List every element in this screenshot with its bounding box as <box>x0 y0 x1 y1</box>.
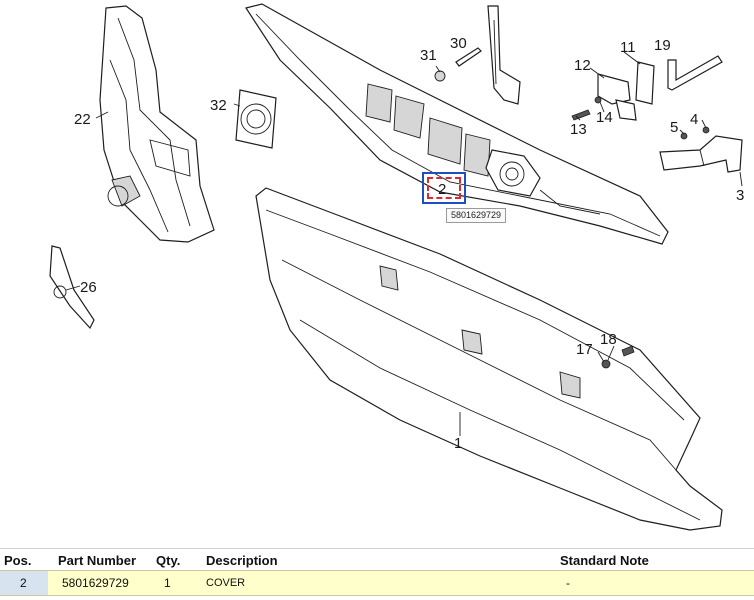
part-12-bracket[interactable] <box>597 73 637 121</box>
part-1-bumper[interactable] <box>255 187 723 531</box>
callout-1: 1 <box>454 435 462 452</box>
callout-26: 26 <box>80 279 97 296</box>
callout-3: 3 <box>736 187 744 204</box>
parts-table-header: Pos. Part Number Qty. Description Standa… <box>0 548 754 571</box>
callout-32: 32 <box>210 97 227 114</box>
part-22-side-panel[interactable] <box>99 5 215 243</box>
callout-30: 30 <box>450 35 467 52</box>
part-13-screw[interactable] <box>571 109 591 121</box>
callout-11: 11 <box>620 39 636 56</box>
header-standard-note[interactable]: Standard Note <box>560 553 649 568</box>
part-2-cover[interactable] <box>245 3 669 245</box>
vertical-bracket <box>487 5 521 105</box>
parts-table: Pos. Part Number Qty. Description Standa… <box>0 548 754 600</box>
callout-labels: 22 32 31 30 12 11 19 13 14 5 4 3 2 26 18… <box>74 35 744 452</box>
callout-12: 12 <box>574 57 591 74</box>
selected-callout-dashed-box <box>427 177 461 199</box>
part-5-bolt[interactable] <box>680 132 688 140</box>
row-description: COVER <box>206 577 246 589</box>
callout-4: 4 <box>690 111 698 128</box>
part-19-bar[interactable] <box>667 55 723 91</box>
header-pos[interactable]: Pos. <box>4 553 32 568</box>
callout-18: 18 <box>600 331 617 348</box>
row-standard-note: - <box>566 576 570 590</box>
part-26-bracket[interactable] <box>49 245 95 330</box>
callout-5: 5 <box>670 119 678 136</box>
callout-19: 19 <box>654 37 671 54</box>
callout-14: 14 <box>596 109 613 126</box>
header-part-number[interactable]: Part Number <box>58 553 137 568</box>
header-qty[interactable]: Qty. <box>156 553 181 568</box>
part-14-clip[interactable] <box>594 96 602 104</box>
part-18-screw[interactable] <box>621 345 635 357</box>
row-qty: 1 <box>164 576 171 590</box>
callout-13: 13 <box>570 121 587 138</box>
callout-17: 17 <box>576 341 593 358</box>
exploded-parts-diagram: 22 32 31 30 12 11 19 13 14 5 4 3 2 26 18… <box>49 3 744 531</box>
callout-22: 22 <box>74 111 91 128</box>
part-31-nut[interactable] <box>434 70 446 82</box>
header-description[interactable]: Description <box>206 553 278 568</box>
part-11-plate[interactable] <box>635 61 655 105</box>
callout-31: 31 <box>420 47 437 64</box>
row-part-number: 5801629729 <box>62 576 129 590</box>
leader-lines <box>65 51 743 436</box>
callout-2: 2 <box>438 181 446 198</box>
row-pos-cell: 2 <box>0 571 48 595</box>
part-30-pin[interactable] <box>455 47 482 67</box>
selected-callout-highlight[interactable] <box>422 172 466 204</box>
part-number-tooltip: 5801629729 <box>446 208 507 223</box>
row-pos: 2 <box>20 576 27 590</box>
table-row[interactable]: 2 5801629729 1 COVER - <box>0 570 754 596</box>
part-32-plate[interactable] <box>235 89 277 149</box>
part-3-bracket[interactable] <box>659 135 743 173</box>
